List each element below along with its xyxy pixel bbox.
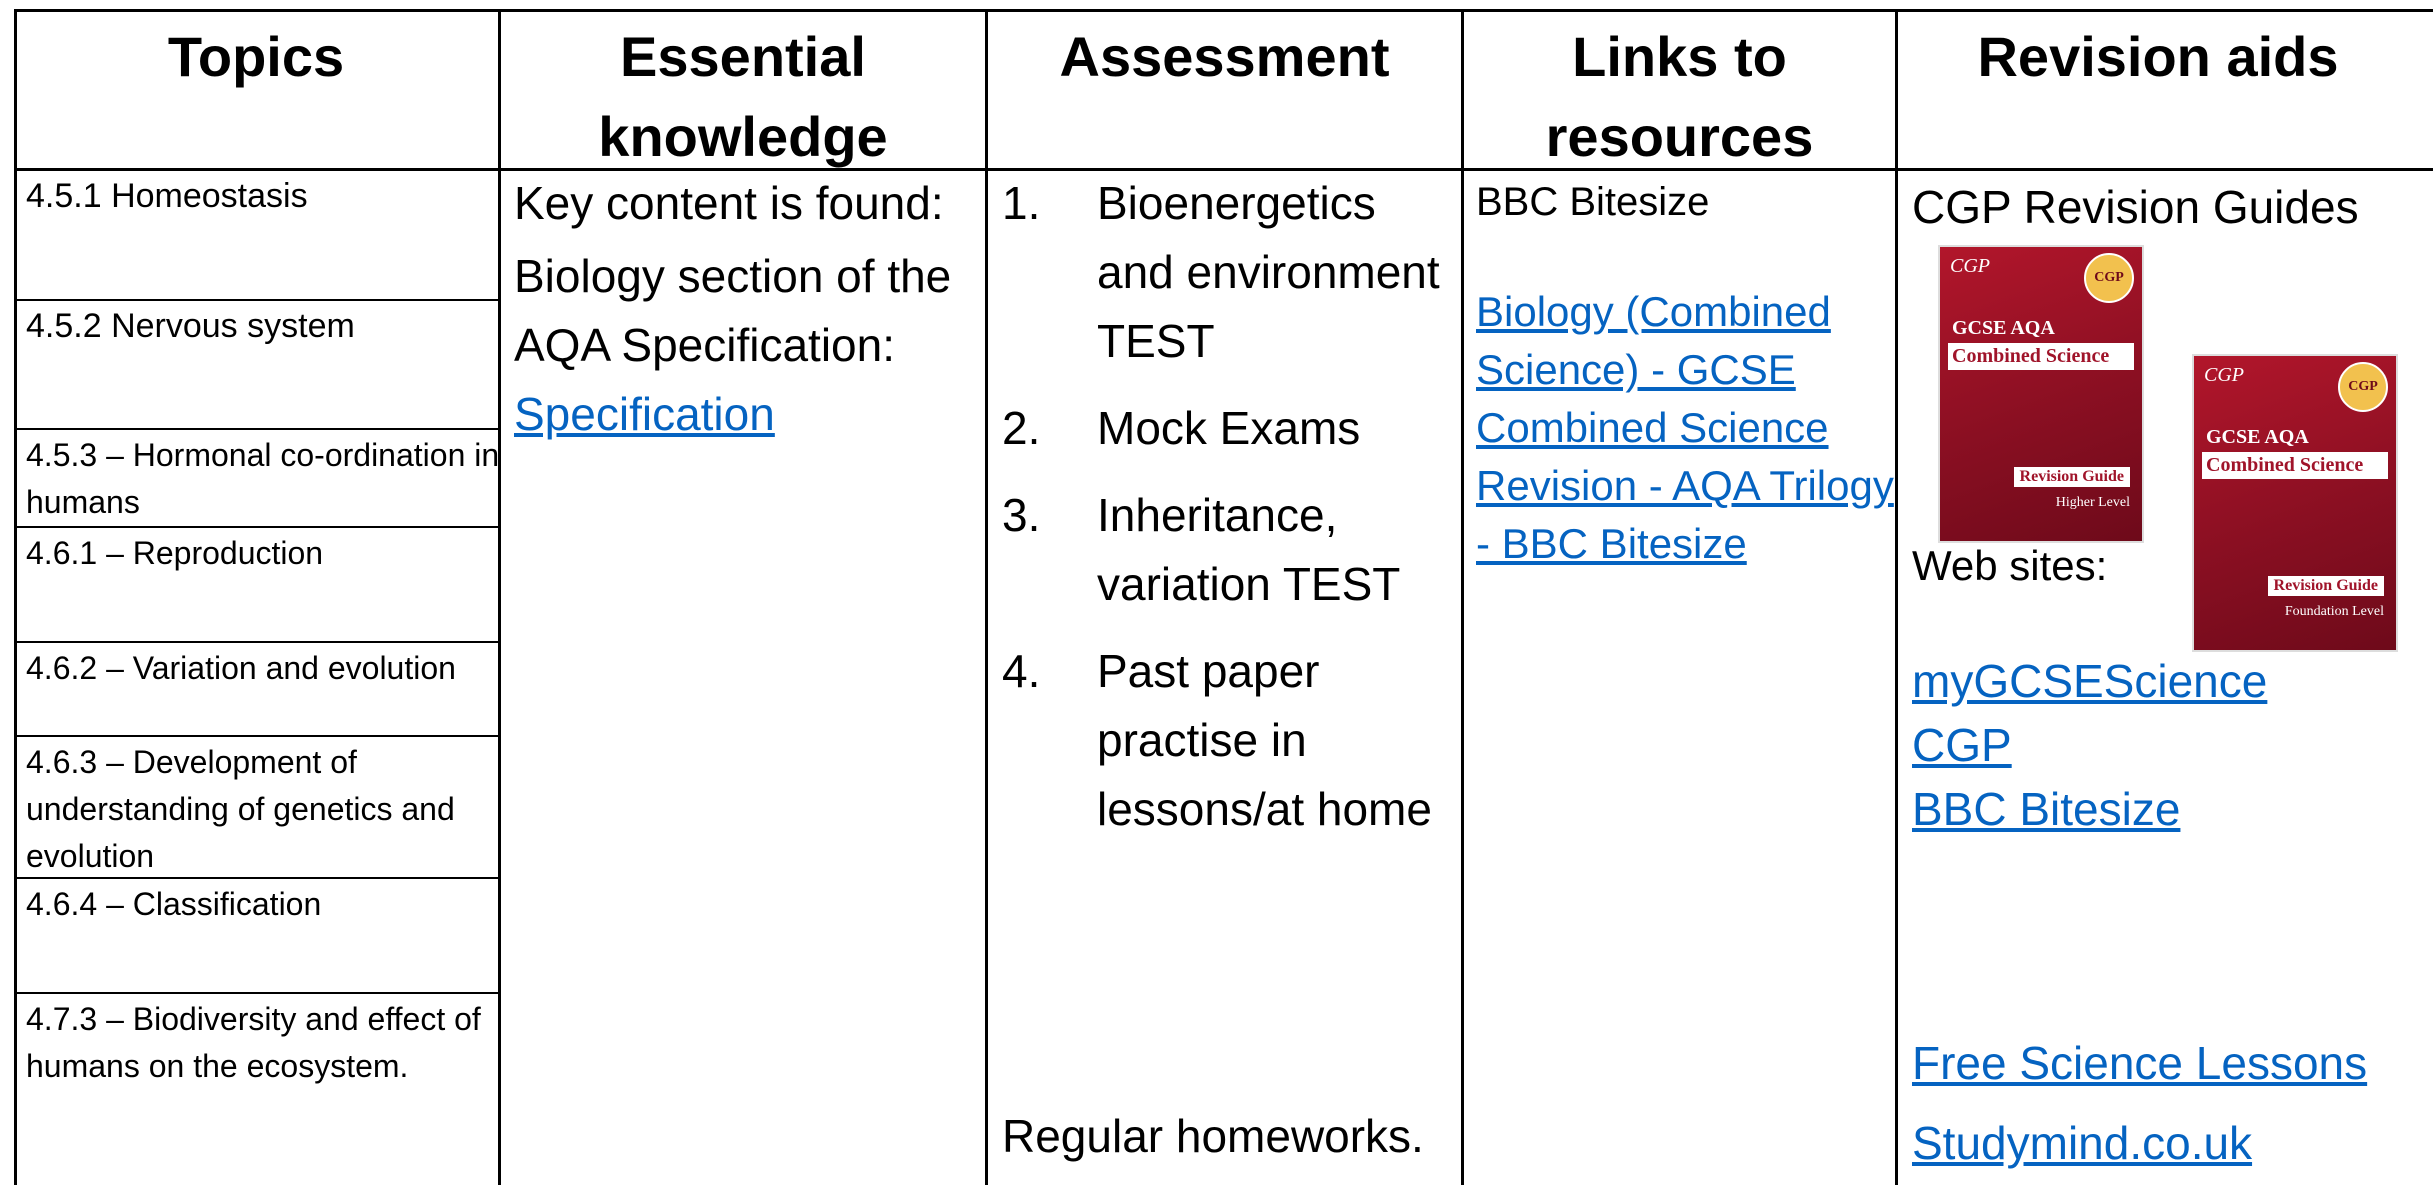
topic-item: 4.6.4 – Classification — [26, 886, 322, 922]
cgp-guides-title: CGP Revision Guides — [1912, 181, 2359, 233]
header-assessment: Assessment — [1059, 25, 1390, 88]
cgp-link[interactable]: CGP — [1912, 719, 2012, 771]
topic-divider — [14, 641, 498, 643]
cgp-logo-icon: CGP — [2084, 253, 2134, 303]
topic-item: 4.5.3 – Hormonal co-ordination in humans — [26, 437, 500, 520]
homework-text: Regular homeworks. — [1002, 1110, 1424, 1162]
table-left-border — [14, 9, 17, 1185]
assessment-item: 1. Bioenergetics and environment TEST — [1002, 169, 1462, 376]
topic-item: 4.6.1 – Reproduction — [26, 535, 324, 571]
revision-web-links: myGCSEScience CGP BBC Bitesize — [1912, 649, 2412, 841]
assessment-item: 3. Inheritance, variation TEST — [1002, 481, 1462, 619]
cgp-higher-book-image: CGP CGP GCSE AQA Combined Science Revisi… — [1938, 245, 2144, 543]
spec-description: Biology section of the AQA Specification… — [514, 250, 952, 371]
col-divider-1 — [498, 9, 501, 1185]
bbc-bitesize-link[interactable]: BBC Bitesize — [1912, 783, 2181, 835]
topic-divider — [14, 428, 498, 430]
topic-divider — [14, 877, 498, 879]
free-science-lessons-link[interactable]: Free Science Lessons — [1912, 1037, 2368, 1089]
topic-item: 4.7.3 – Biodiversity and effect of human… — [26, 1001, 481, 1084]
topic-item: 4.6.3 – Development of understanding of … — [26, 744, 455, 874]
header-topics: Topics — [167, 25, 345, 88]
key-content-text: Key content is found: — [514, 177, 944, 229]
header-revision-aids: Revision aids — [1977, 25, 2339, 88]
cgp-logo-icon: CGP — [2338, 362, 2388, 412]
essential-knowledge-cell: Key content is found: Biology section of… — [514, 169, 994, 449]
assessment-number: 2. — [1002, 402, 1041, 454]
assessment-number: 3. — [1002, 489, 1041, 541]
topic-divider — [14, 299, 498, 301]
topic-item: 4.5.1 Homeostasis — [26, 177, 308, 215]
assessment-text: Mock Exams — [1097, 402, 1361, 454]
col-divider-3 — [1461, 9, 1464, 1185]
assessment-text: Inheritance, variation TEST — [1097, 489, 1401, 610]
header-bottom-border — [14, 168, 2433, 171]
resources-cell: BBC Bitesize Biology (Combined Science) … — [1476, 177, 1896, 573]
table-top-border — [14, 9, 2433, 12]
col-divider-2 — [985, 9, 988, 1185]
assessment-item: 2. Mock Exams — [1002, 394, 1462, 463]
assessment-text: Past paper practise in lessons/at home — [1097, 645, 1432, 835]
topic-divider — [14, 992, 498, 994]
topic-item: 4.6.2 – Variation and evolution — [26, 650, 456, 686]
bbc-bitesize-title: BBC Bitesize — [1476, 180, 1710, 224]
studymind-link[interactable]: Studymind.co.uk — [1912, 1117, 2253, 1169]
bbc-bitesize-combined-science-link[interactable]: Biology (Combined Science) - GCSE Combin… — [1476, 288, 1894, 567]
assessment-number: 1. — [1002, 177, 1041, 229]
assessment-number: 4. — [1002, 645, 1041, 697]
cgp-foundation-book-image: CGP CGP GCSE AQA Combined Science Revisi… — [2192, 354, 2398, 652]
topic-divider — [14, 735, 498, 737]
web-sites-label: Web sites: — [1912, 542, 2108, 589]
topic-divider — [14, 526, 498, 528]
assessment-list: 1. Bioenergetics and environment TEST 2.… — [1002, 169, 1462, 862]
assessment-item: 4. Past paper practise in lessons/at hom… — [1002, 637, 1462, 844]
assessment-text: Bioenergetics and environment TEST — [1097, 177, 1440, 367]
mygcsescience-link[interactable]: myGCSEScience — [1912, 655, 2268, 707]
revision-bottom-links: Free Science Lessons Studymind.co.uk — [1912, 1023, 2412, 1183]
specification-link[interactable]: Specification — [514, 388, 775, 440]
topic-item: 4.5.2 Nervous system — [26, 307, 355, 345]
col-divider-4 — [1895, 9, 1898, 1185]
